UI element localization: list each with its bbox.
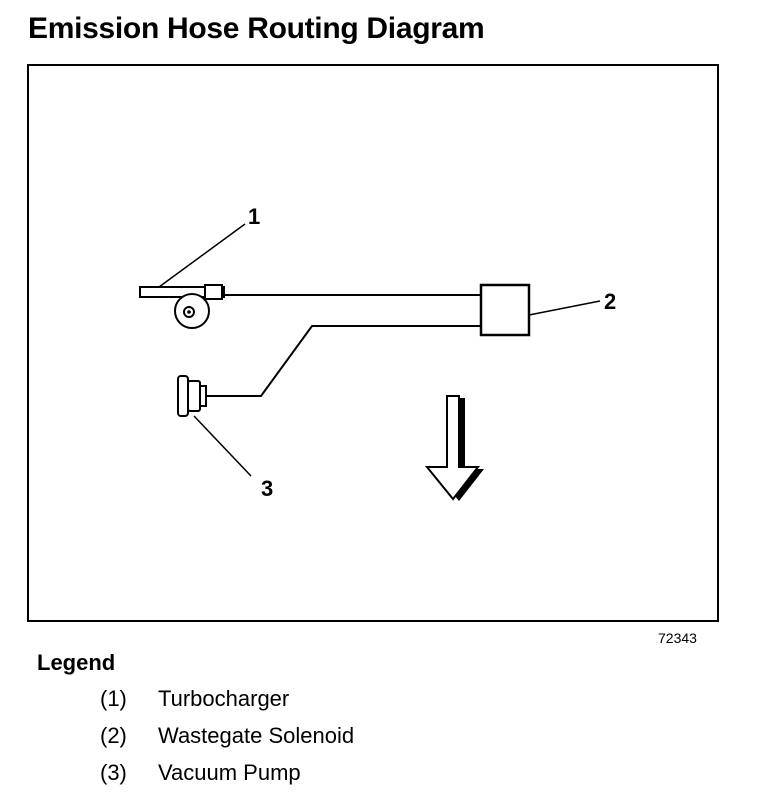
callout-1-leader: [158, 223, 246, 288]
legend-list: (1) Turbocharger (2) Wastegate Solenoid …: [100, 686, 354, 797]
vacuum-pump-body: [187, 380, 201, 412]
legend-item-number: (3): [100, 760, 127, 785]
vacuum-pump-nipple: [199, 385, 207, 407]
legend-item-turbocharger: (1) Turbocharger: [100, 686, 354, 723]
forward-direction-arrow-icon: [424, 395, 484, 501]
callout-3: 3: [261, 476, 273, 501]
callout-1: 1: [248, 204, 260, 229]
legend-item-wastegate-solenoid: (2) Wastegate Solenoid: [100, 723, 354, 760]
diagram-frame: 1 2 3: [27, 64, 719, 622]
legend-item-label: Turbocharger: [158, 686, 290, 711]
legend-title: Legend: [37, 650, 116, 675]
figure-number: 72343: [658, 630, 697, 646]
hose-routing-diagram: 1 2 3: [139, 204, 616, 501]
vacuum-pump-flange: [177, 375, 189, 417]
legend-item-label: Vacuum Pump: [158, 760, 301, 785]
page-title: Emission Hose Routing Diagram: [28, 12, 485, 45]
legend-item-number: (2): [100, 723, 127, 748]
turbocharger-hub-center: [187, 310, 191, 314]
legend-item-vacuum-pump: (3) Vacuum Pump: [100, 760, 354, 797]
legend-item-number: (1): [100, 686, 127, 711]
legend-item-label: Wastegate Solenoid: [158, 723, 355, 748]
callout-2-leader: [528, 300, 601, 316]
wastegate-solenoid: [479, 283, 531, 337]
turbocharger: [139, 284, 225, 329]
callout-2: 2: [604, 289, 616, 314]
vacuum-pump: [177, 375, 207, 417]
callout-3-leader: [193, 415, 252, 477]
hose-solenoid-to-vacuum-pump: [204, 325, 481, 397]
turbocharger-fitting: [204, 284, 223, 300]
